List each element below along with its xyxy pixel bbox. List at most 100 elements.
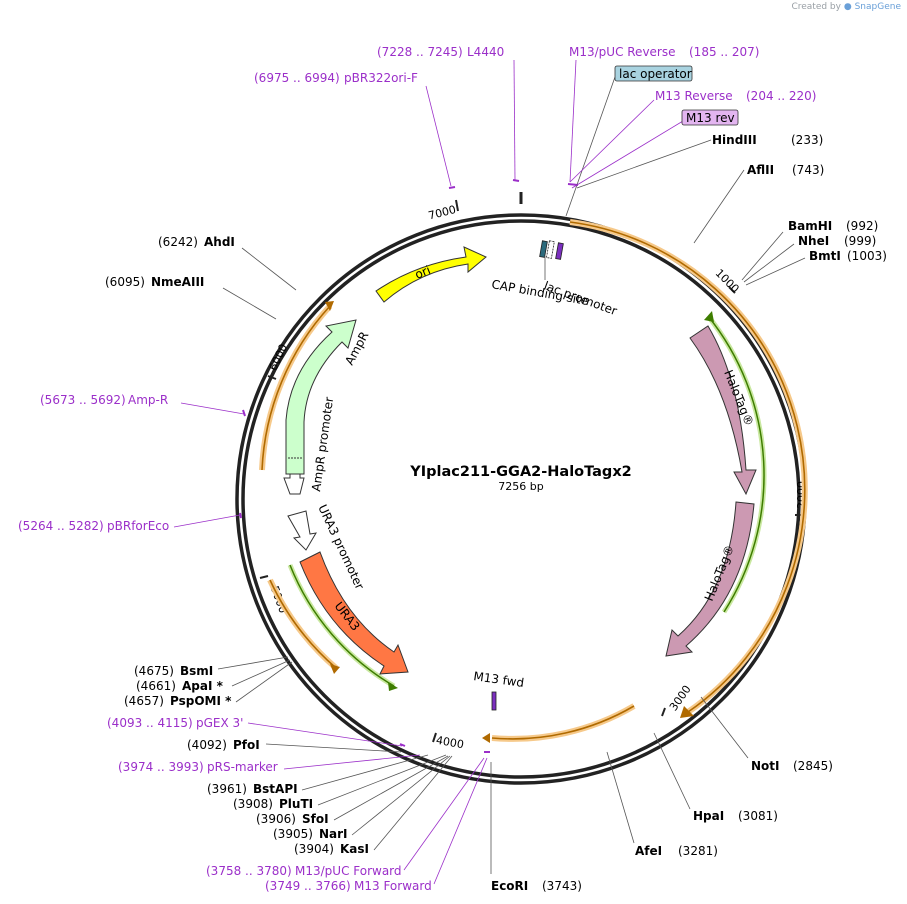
enzyme-pos: (4661) xyxy=(136,679,176,693)
enzyme-hindiii: HindIII (233) xyxy=(712,133,823,147)
primer-range: (6975 .. 6994) xyxy=(254,71,340,85)
leader-lines xyxy=(173,59,806,885)
enzyme-pluti: (3908) PluTI xyxy=(233,797,313,811)
primer-range: (5264 .. 5282) xyxy=(18,519,104,533)
lac-promoter-mark xyxy=(546,240,555,259)
m13-fwd-mark xyxy=(491,691,497,711)
tick-label-7000: 7000 xyxy=(427,203,457,222)
primer-range: (5673 .. 5692) xyxy=(40,393,126,407)
enzyme-pos: (6095) xyxy=(105,275,145,289)
lac-operator-box xyxy=(614,65,693,82)
ura3-green-line xyxy=(289,564,395,687)
ampr-promoter-arrow xyxy=(283,473,305,495)
enzyme-name: KasI xyxy=(340,842,369,856)
enzyme-hpai: HpaI (3081) xyxy=(693,809,778,823)
primer-name: Amp-R xyxy=(128,393,168,407)
m13-fwd-feature: M13 fwd xyxy=(473,669,525,711)
ura3-promoter-arrow xyxy=(287,510,317,551)
primer-pgex-3: (4093 .. 4115) pGEX 3' xyxy=(107,716,243,730)
primer-name: pGEX 3' xyxy=(196,716,243,730)
enzyme-pfoi: (4092) PfoI xyxy=(187,738,260,752)
primer-m13-puc-reverse: M13/pUC Reverse (185 .. 207) xyxy=(569,45,759,59)
enzyme-pos: (3743) xyxy=(542,879,582,893)
cap-binding-site-mark xyxy=(539,240,548,258)
enzyme-pspomi: (4657) PspOMI * xyxy=(124,694,232,708)
enzyme-bamhi: BamHI (992) xyxy=(788,219,878,233)
enzyme-pos: (3905) xyxy=(273,827,313,841)
track-3000-arrowhead xyxy=(482,733,490,743)
enzyme-pos: (1003) xyxy=(847,249,887,263)
primer-name: L4440 xyxy=(467,45,504,59)
enzyme-pos: (3081) xyxy=(738,809,778,823)
primer-name: pRS-marker xyxy=(207,760,278,774)
primer-range: (185 .. 207) xyxy=(689,45,759,59)
credit-brand: SnapGene xyxy=(854,2,901,12)
ura3-arrow xyxy=(299,551,409,675)
enzyme-apai: (4661) ApaI * xyxy=(136,679,224,693)
enzyme-name: AflII xyxy=(747,163,774,177)
primer-m13-puc-forward: (3758 .. 3780) M13/pUC Forward xyxy=(206,864,402,878)
tick-7000: 7000 xyxy=(427,199,459,222)
ampr-promoter-label: AmpR promoter xyxy=(309,396,336,492)
enzyme-pos: (999) xyxy=(844,234,876,248)
enzyme-pos: (3961) xyxy=(207,782,247,796)
lac-operator-mark xyxy=(555,242,564,260)
primer-pbr322ori-f: (6975 .. 6994) pBR322ori-F xyxy=(254,71,418,85)
enzyme-nari: (3905) NarI xyxy=(273,827,348,841)
primer-name: M13 Forward xyxy=(354,879,432,893)
enzyme-noti: NotI (2845) xyxy=(751,759,833,773)
feature-halotag-1: HaloTag® xyxy=(689,325,757,496)
enzyme-pos: (3281) xyxy=(678,844,718,858)
ampr-arrow xyxy=(285,319,357,475)
primer-name: pBR322ori-F xyxy=(344,71,418,85)
ori-arrow xyxy=(375,246,487,303)
track-6000-line xyxy=(261,305,331,471)
halotag-2-arrow xyxy=(665,501,755,657)
ura3-green-arrowhead xyxy=(388,682,398,691)
ori-label: ori xyxy=(413,263,433,282)
plasmid-size: 7256 bp xyxy=(498,480,543,493)
enzyme-pos: (4675) xyxy=(134,664,174,678)
enzyme-pos: (2845) xyxy=(793,759,833,773)
lac-region: lac promoter CAP binding site xyxy=(490,240,619,318)
m13-rev-label: M13 rev xyxy=(686,111,735,125)
enzyme-pos: (3908) xyxy=(233,797,273,811)
feature-ori: ori xyxy=(375,246,487,303)
enzyme-aflii: AflII (743) xyxy=(747,163,824,177)
enzyme-name: NotI xyxy=(751,759,780,773)
enzyme-sfoi: (3906) SfoI xyxy=(256,812,329,826)
primer-range: (4093 .. 4115) xyxy=(107,716,193,730)
enzyme-name: BmtI xyxy=(809,249,841,263)
primer-amp-r: (5673 .. 5692) Amp-R xyxy=(40,393,168,407)
snapgene-credit: Created by ● SnapGene xyxy=(791,2,901,12)
enzyme-name: PluTI xyxy=(279,797,313,811)
halotag-green-arrowhead xyxy=(704,311,714,322)
enzyme-pos: (743) xyxy=(792,163,824,177)
primer-name: pBRforEco xyxy=(107,519,169,533)
enzyme-nmeaiii: (6095) NmeAIII xyxy=(105,275,204,289)
primer-range: (204 .. 220) xyxy=(746,89,816,103)
enzyme-pos: (992) xyxy=(846,219,878,233)
halotag-cds-line-outer xyxy=(569,221,806,713)
m13-rev-box xyxy=(681,109,739,126)
lac-operator-label: lac operator xyxy=(619,67,692,81)
primer-m13-reverse: M13 Reverse (204 .. 220) xyxy=(655,89,816,103)
credit-prefix: Created by xyxy=(791,2,841,12)
track-5000-arrowhead xyxy=(330,664,340,674)
enzyme-pos: (3904) xyxy=(294,842,334,856)
primer-name: M13/pUC Reverse xyxy=(569,45,676,59)
enzyme-bstapi: (3961) BstAPI xyxy=(207,782,298,796)
enzyme-pos: (3906) xyxy=(256,812,296,826)
halotag-green-line xyxy=(707,315,765,613)
halotag-cds-arrowhead xyxy=(680,706,694,718)
primer-name: M13 Reverse xyxy=(655,89,733,103)
primer-l4440: (7228 .. 7245) L4440 xyxy=(377,45,504,59)
m13-fwd-label: M13 fwd xyxy=(473,669,525,690)
enzyme-name: BstAPI xyxy=(253,782,298,796)
enzyme-kasi: (3904) KasI xyxy=(294,842,369,856)
primer-range: (3749 .. 3766) xyxy=(265,879,351,893)
primer-prs-marker: (3974 .. 3993) pRS-marker xyxy=(118,760,278,774)
halotag-1-arrow xyxy=(689,325,757,496)
enzyme-name: HindIII xyxy=(712,133,757,147)
